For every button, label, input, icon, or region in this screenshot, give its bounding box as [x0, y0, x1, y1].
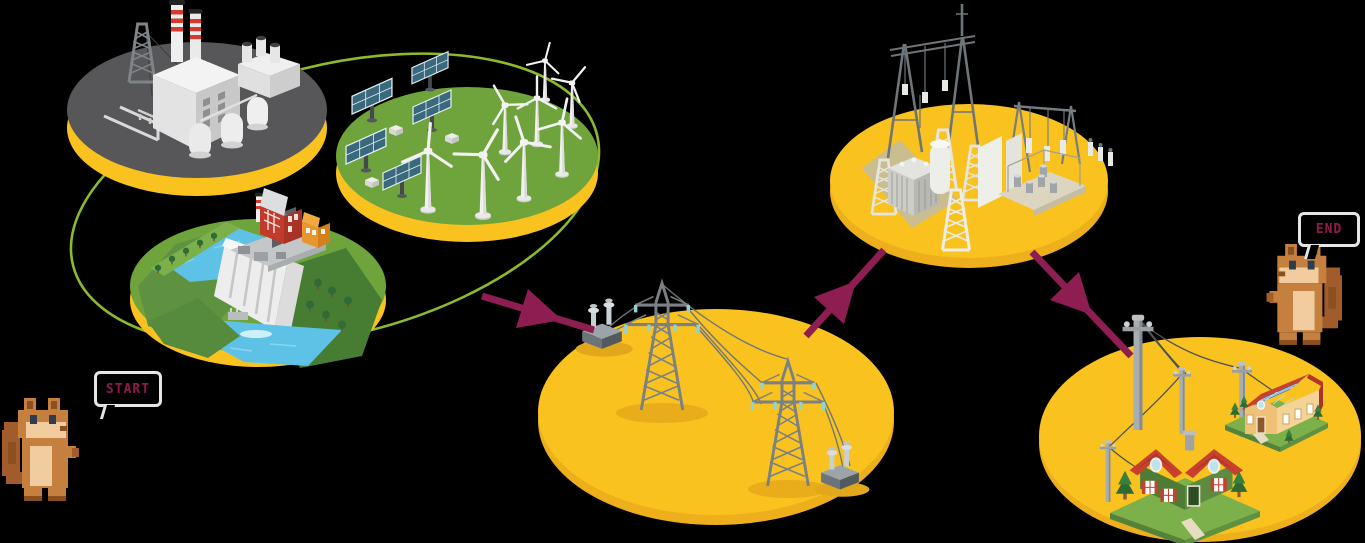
green-house-icon [1110, 430, 1260, 543]
node-transmission-lines[interactable] [538, 281, 894, 525]
node-substation[interactable] [830, 4, 1113, 268]
powerhouse-icon [230, 188, 330, 272]
end-label: END [1315, 222, 1343, 237]
node-hydroelectric-dam[interactable] [130, 188, 386, 368]
node-homes-distribution[interactable] [1039, 314, 1361, 543]
node-solar-wind-farm[interactable] [336, 37, 600, 242]
boiler-cylinders [242, 35, 280, 63]
arrow-generation-to-transmission [480, 289, 596, 334]
start-speech-bubble: START [94, 371, 162, 407]
end-speech-bubble: END [1298, 212, 1360, 247]
arrow-substation-to-homes [1029, 249, 1134, 359]
flow-arrows [480, 247, 1134, 359]
storage-tanks [189, 93, 268, 159]
squirrel-end-character [1266, 244, 1342, 345]
start-label: START [105, 381, 151, 397]
arrow-transmission-to-substation [803, 247, 887, 339]
power-plant-icon [103, 0, 300, 159]
solar-house-icon [1225, 374, 1328, 452]
platform-top [336, 87, 598, 225]
dam-icon [138, 188, 382, 368]
substation-transformer-icon [888, 140, 950, 216]
substation-icon [870, 4, 1113, 252]
power-lines-icon [575, 281, 870, 497]
node-fossil-fuel-power-plant[interactable] [67, 0, 327, 196]
capacitor-bank-icon [998, 149, 1086, 216]
distribution-wires [1109, 319, 1277, 478]
squirrel-start-character [2, 398, 79, 501]
